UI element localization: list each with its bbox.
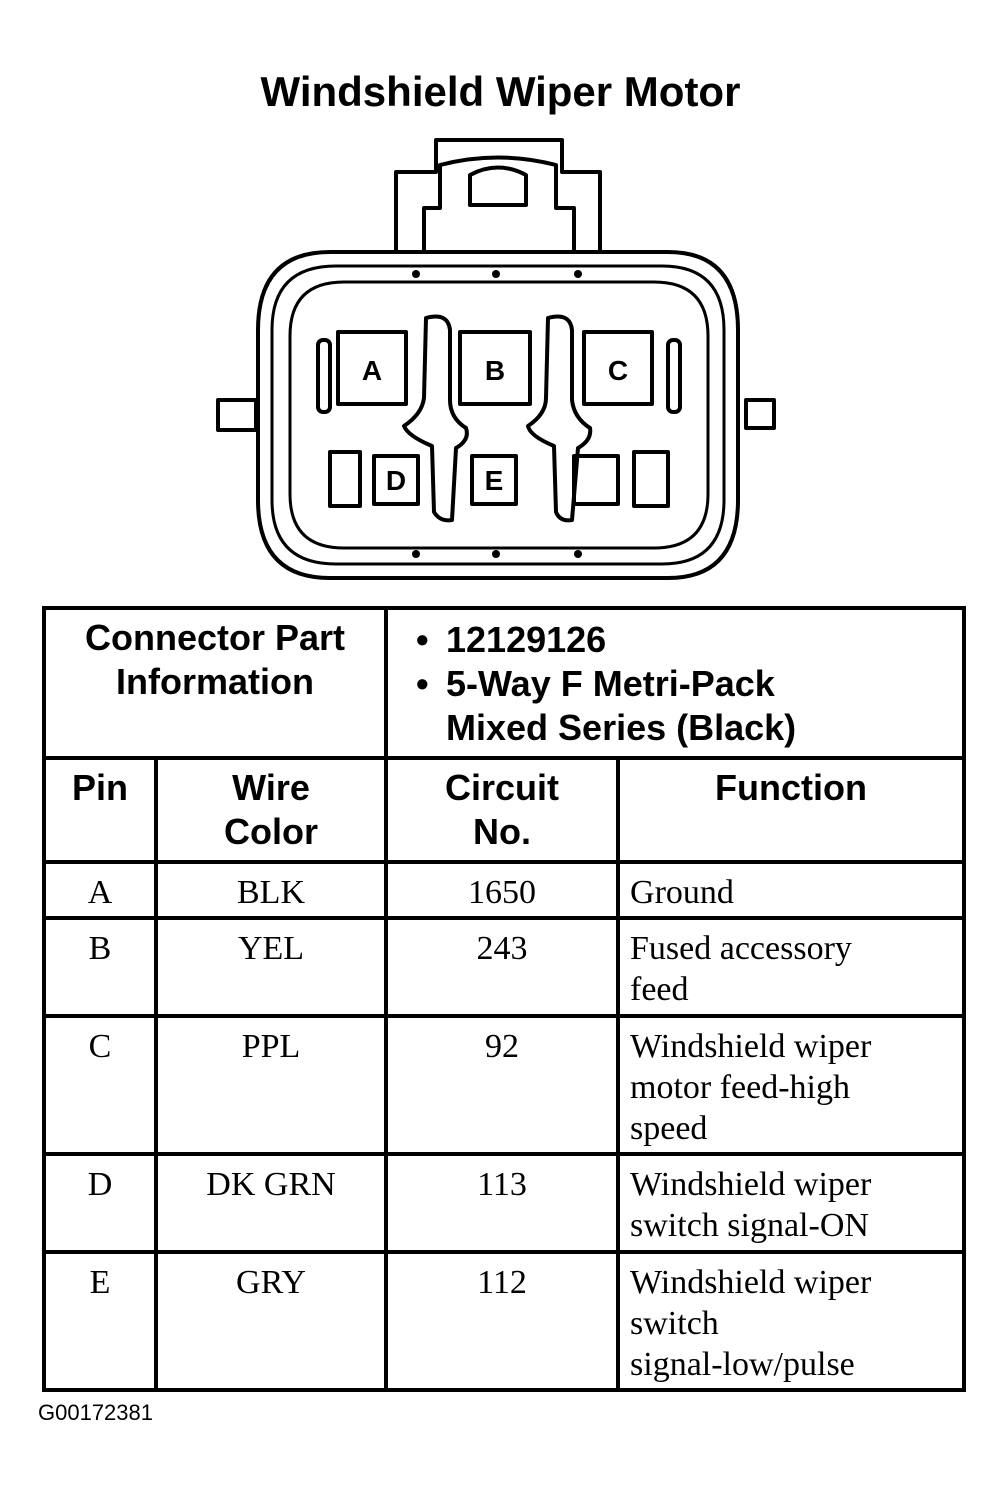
table-row: B YEL 243 Fused accessory feed [42,916,967,1018]
part-number: 12129126 [446,619,607,660]
wire-color-cell: BLK [153,860,389,920]
bullet-icon: • [416,663,429,704]
pin-cell: C [42,1014,158,1156]
connector-description: 5-Way F Metri-Pack [446,663,775,704]
pin-cell: D [42,1152,158,1254]
table-row: A BLK 1650 Ground [42,860,967,920]
function-cell: Fused accessory feed [616,916,967,1018]
circuit-cell: 112 [384,1250,621,1392]
right-rib [526,314,593,523]
connector-info-value: •12129126 •5-Way F Metri-Pack Mixed Seri… [384,606,967,760]
circuit-cell: 1650 [384,860,621,920]
wire-color-cell: PPL [153,1014,389,1156]
right-mounting-post [744,398,776,430]
function-cell: Windshield wiper switch signal-ON [616,1152,967,1254]
left-rib [402,314,469,523]
pin-cell: E [42,1250,158,1392]
cavity-label-b: B [485,355,505,386]
circuit-cell: 92 [384,1014,621,1156]
connector-face-diagram: A B C D E [216,138,776,580]
connector-info-label: Connector Part Information [41,606,389,760]
bullet-icon: • [416,619,429,660]
wire-color-cell: YEL [153,916,389,1018]
column-header-row: Pin Wire Color Circuit No. Function [42,756,967,864]
function-cell: Ground [616,860,967,920]
diagram-title: Windshield Wiper Motor [260,68,741,115]
pinout-table: Connector Part Information • 12129126 • 5-… [41,606,967,1392]
table-row: D DK GRN 113 Windshield wiper switch sig… [42,1152,967,1254]
column-header-wire-color: Wire Color [153,756,389,864]
wire-color-cell: GRY [153,1250,389,1392]
column-header-circuit: Circuit No. [384,756,621,864]
circuit-cell: 113 [384,1152,621,1254]
wire-color-cell: DK GRN [153,1152,389,1254]
figure-id: G00172381 [38,1400,153,1425]
pin-cell: A [42,860,158,920]
table-row: C PPL 92 Windshield wiper motor feed-hig… [42,1014,967,1156]
cavity-label-a: A [362,355,382,386]
circuit-cell: 243 [384,916,621,1018]
cavity-label-d: D [386,465,406,496]
table-row: E GRY 112 Windshield wiper switch signal… [42,1250,967,1392]
left-mounting-post [216,398,258,432]
column-header-pin: Pin [42,756,158,864]
connector-info-row: Connector Part Information • 12129126 • 5-… [41,606,967,760]
column-header-function: Function [616,756,967,864]
connector-housing [256,250,740,580]
locking-tab [394,138,602,252]
cavity-label-c: C [608,355,628,386]
function-cell: Windshield wiper switch signal-low/pulse [616,1250,967,1392]
pin-cell: B [42,916,158,1018]
cavity-label-e: E [485,465,504,496]
function-cell: Windshield wiper motor feed-high speed [616,1014,967,1156]
